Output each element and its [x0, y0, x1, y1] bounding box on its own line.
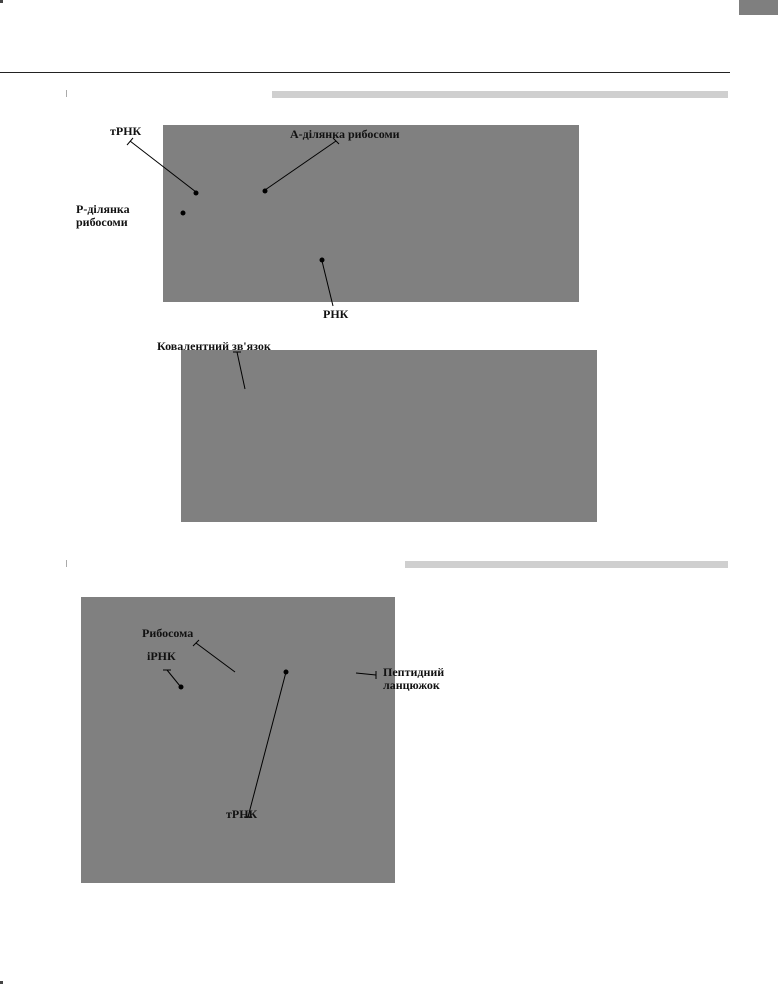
label-trna: тРНК: [110, 124, 142, 138]
page-corner-tab: [739, 0, 778, 15]
label-irna: іРНК: [147, 649, 176, 663]
label-ribosome: Рибосома: [142, 626, 194, 640]
section-1-bar: [272, 91, 728, 98]
label-a-site: А-ділянка рибосоми: [290, 127, 400, 141]
figure-2-image: [181, 350, 597, 522]
section-2-bar: [405, 561, 728, 568]
figure-3-image: [81, 597, 395, 883]
section-1-tick: [66, 90, 67, 97]
label-trna-3: тРНК: [226, 807, 258, 821]
label-p-site: Р-ділянка рибосоми: [76, 202, 130, 229]
label-peptide-chain: Пептидний ланцюжок: [383, 665, 445, 692]
corner-mark-bottom: [0, 981, 3, 984]
header-rule: [0, 72, 730, 73]
section-2-tick: [66, 560, 67, 567]
corner-mark: [0, 0, 3, 3]
label-rna: РНК: [323, 307, 349, 321]
label-covalent-bond: Ковалентний зв'язок: [157, 339, 271, 353]
figure-1-image: [163, 125, 579, 302]
